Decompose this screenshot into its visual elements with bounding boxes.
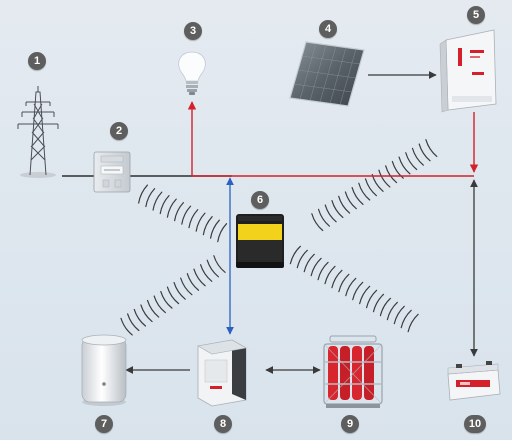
badge-7: 7 bbox=[95, 415, 113, 433]
badge-8: 8 bbox=[214, 415, 232, 433]
solar-panel-icon bbox=[289, 41, 365, 107]
badge-4: 4 bbox=[319, 20, 337, 38]
badge-5: 5 bbox=[467, 6, 485, 24]
battery-icon bbox=[447, 361, 501, 401]
wireless-signal-waves bbox=[120, 139, 438, 336]
badge-6: 6 bbox=[251, 191, 269, 209]
power-pylon-icon bbox=[17, 86, 59, 178]
signal-wave-upper-left bbox=[138, 184, 228, 243]
signal-wave-lower-right bbox=[289, 245, 419, 333]
inverter-icon bbox=[439, 29, 497, 113]
badge-2: 2 bbox=[110, 122, 128, 140]
badge-1: 1 bbox=[28, 52, 46, 70]
electricity-meter-icon bbox=[93, 151, 131, 193]
water-heater-tank-icon bbox=[81, 334, 127, 406]
signal-wave-lower-left bbox=[120, 255, 226, 336]
signal-wave-upper-right bbox=[311, 139, 438, 232]
heat-pump-icon bbox=[197, 339, 247, 407]
connection-lines bbox=[62, 71, 479, 374]
light-bulb-icon bbox=[178, 51, 206, 95]
hydrogen-storage-rack-icon bbox=[323, 335, 383, 408]
badge-10: 10 bbox=[464, 415, 486, 433]
wireless-controller-icon bbox=[236, 214, 284, 268]
badge-9: 9 bbox=[341, 415, 359, 433]
badge-3: 3 bbox=[184, 22, 202, 40]
